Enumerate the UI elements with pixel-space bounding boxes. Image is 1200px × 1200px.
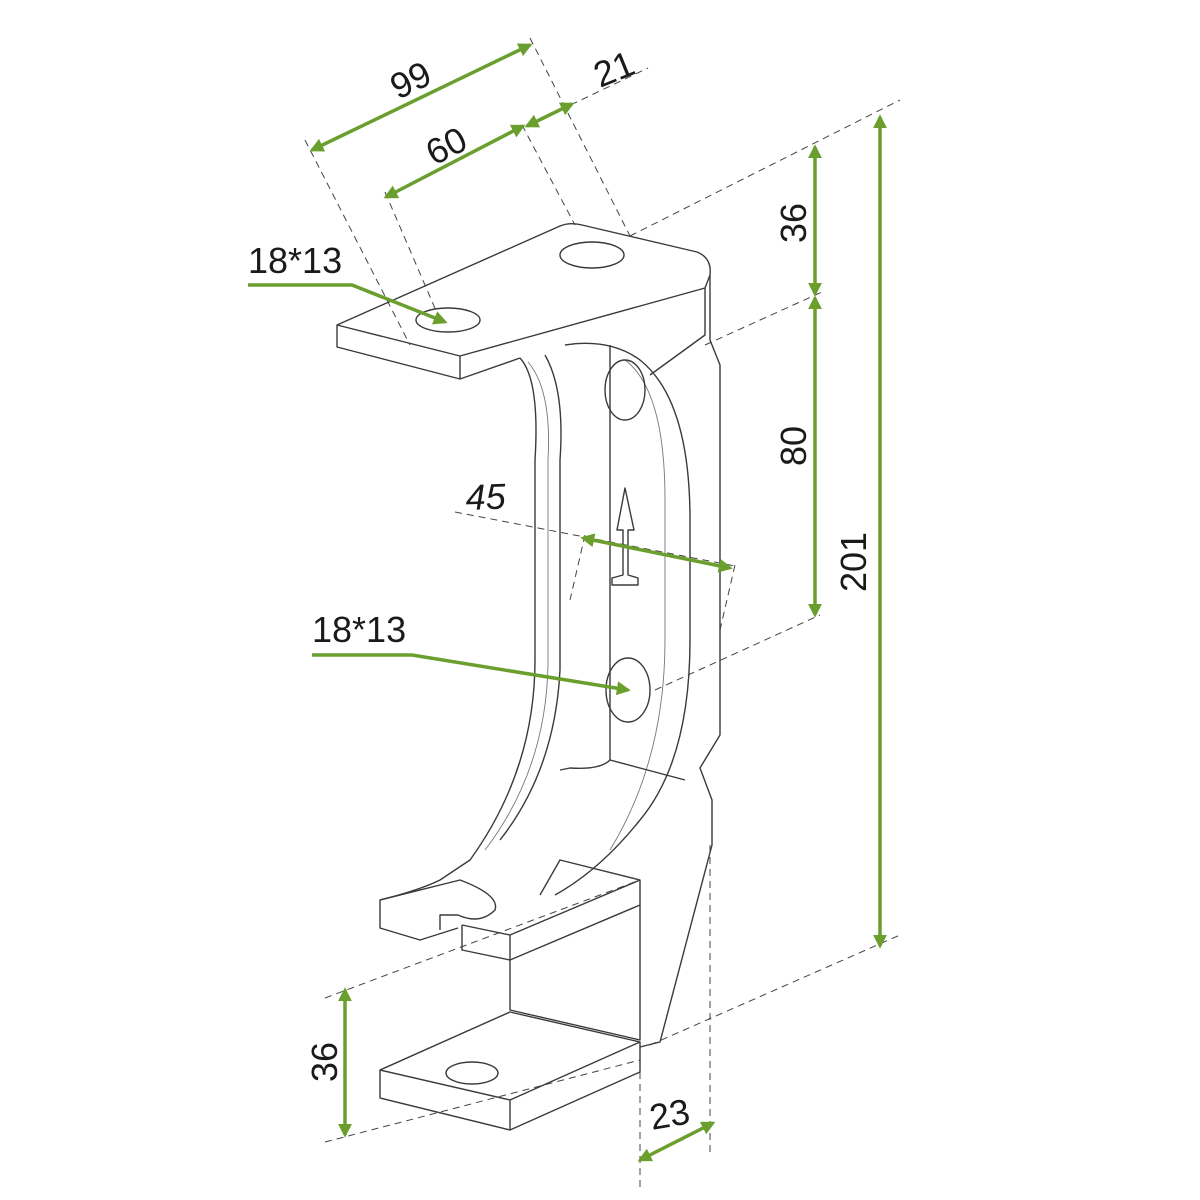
dim-line-60 [383, 124, 526, 199]
label-99: 99 [384, 53, 438, 107]
label-201: 201 [833, 532, 874, 592]
dim-line-45 [580, 533, 733, 573]
label-36-bottom: 36 [304, 1042, 345, 1082]
dim-line-23 [637, 1121, 716, 1162]
dim-line-21 [524, 102, 575, 128]
label-80: 80 [773, 426, 814, 466]
label-23: 23 [646, 1091, 693, 1138]
label-45: 45 [465, 476, 507, 518]
dimension-lines [248, 43, 887, 1162]
direction-arrow-icon [611, 487, 639, 586]
label-top-hole-size: 18*13 [248, 240, 342, 281]
leader-side-hole [312, 653, 631, 696]
bracket-part [336, 223, 721, 1131]
dim-line-99 [309, 43, 533, 152]
label-60: 60 [419, 118, 473, 173]
leader-top-hole [248, 283, 448, 325]
label-36-top: 36 [773, 203, 814, 243]
label-side-hole-size: 18*13 [312, 609, 406, 650]
label-21: 21 [588, 42, 640, 95]
